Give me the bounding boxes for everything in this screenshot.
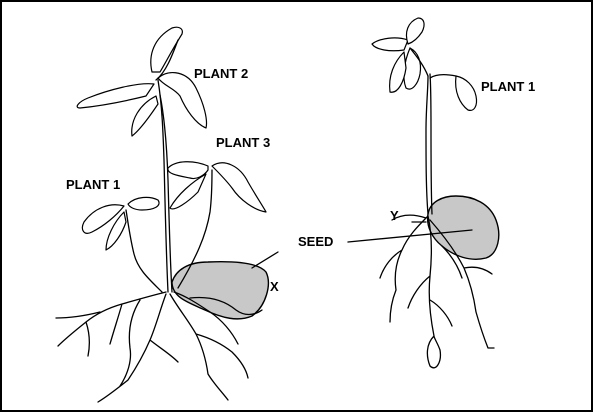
left-plant-2-leaf-left (77, 84, 154, 108)
label-y: Y (390, 208, 399, 223)
left-seed (172, 262, 268, 319)
label-x: X (270, 279, 279, 294)
right-stem (426, 76, 428, 214)
right-seedling (372, 18, 499, 368)
left-plant-3-leaf-lower (170, 174, 206, 209)
label-left-plant-2: PLANT 2 (194, 66, 248, 81)
left-plant-1-leaf-right (128, 197, 159, 210)
label-right-plant-1: PLANT 1 (481, 79, 535, 94)
right-seed (428, 196, 499, 259)
left-seedling (56, 27, 268, 402)
label-left-plant-3: PLANT 3 (216, 135, 270, 150)
right-leaf-top (406, 18, 424, 44)
left-stem-plant-1 (126, 210, 162, 292)
right-leaf-top-lower (390, 52, 406, 92)
right-stem-side (430, 74, 432, 214)
label-seed: SEED (298, 234, 333, 249)
left-plant-2-leaf-lower (132, 96, 158, 136)
seed-pointer-to-x (252, 252, 278, 268)
label-left-plant-1: PLANT 1 (66, 177, 120, 192)
right-side-leaf (456, 76, 477, 110)
right-side-branch (430, 75, 456, 78)
right-leaf-top-left (372, 38, 408, 51)
left-plant-3-leaf-right (212, 163, 266, 212)
